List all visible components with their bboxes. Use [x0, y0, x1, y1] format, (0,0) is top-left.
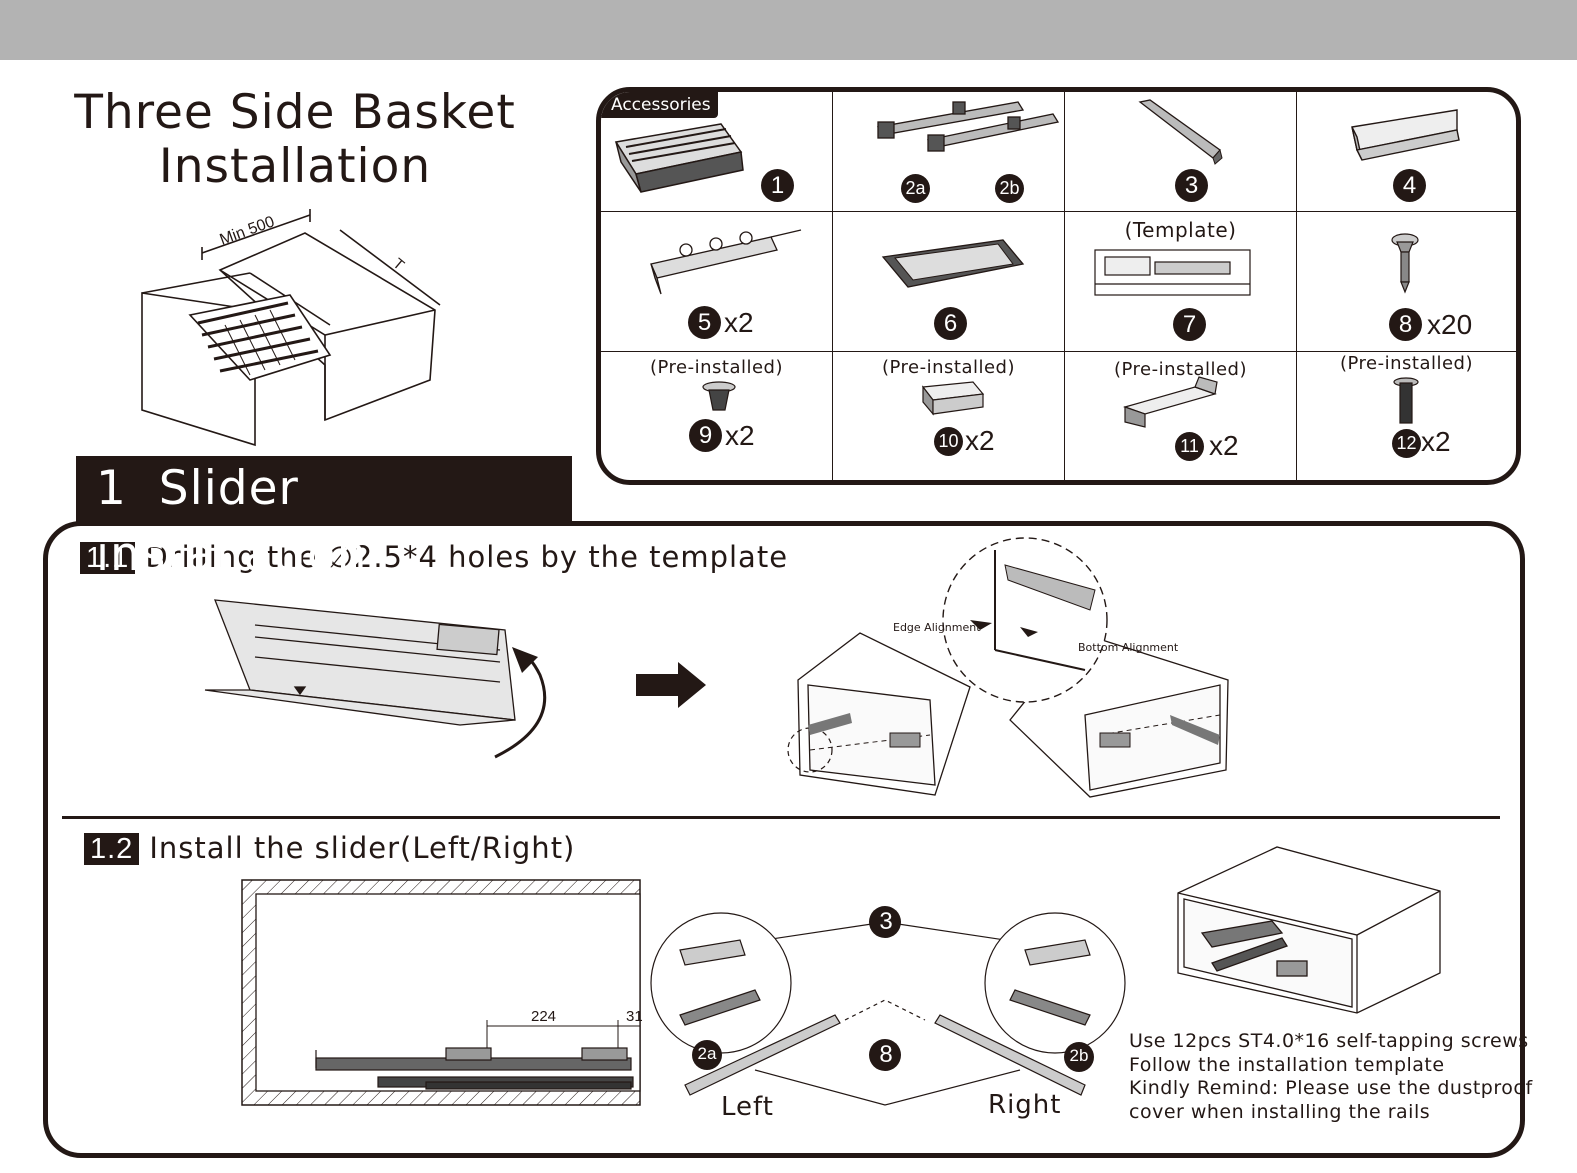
section-title: Slider installation [96, 461, 368, 582]
step-1-1-heading: 1.1 Drilling the ∅2.5*4 holes by the temp… [80, 540, 788, 575]
accessory-8-number: 8 [1389, 308, 1422, 341]
bolt-icon [1393, 377, 1419, 424]
accessory-1-number: 1 [761, 169, 794, 202]
accessory-9: (Pre-installed) 9 x2 [601, 352, 833, 480]
step-1-2-badge: 1.2 [84, 833, 140, 865]
note-line-3: Kindly Remind: Please use the dustproof [1129, 1077, 1533, 1099]
dimension-224: 224 [531, 1008, 557, 1025]
accessory-11-qty: x2 [1209, 430, 1239, 461]
tray-icon [1351, 109, 1460, 161]
accessory-12-note: (Pre-installed) [1339, 353, 1474, 374]
accessory-7-number: 7 [1173, 308, 1206, 341]
bracket-icon [650, 229, 802, 295]
accessory-10-note: (Pre-installed) [881, 357, 1016, 378]
title-line-1: Three Side Basket [74, 85, 516, 140]
cover-plate-icon [881, 239, 1025, 288]
callout-2b: 2b [1069, 1046, 1089, 1065]
accessory-2: 2a 2b [833, 92, 1065, 212]
slider-rails-icon [876, 101, 1060, 152]
right-arrow-icon [636, 662, 706, 708]
accessories-grid: 1 2a 2b 3 [601, 92, 1516, 480]
left-right-slider-illustration [650, 906, 1126, 1106]
screw-icon [1391, 233, 1419, 294]
instructions-panel [43, 521, 1525, 1158]
edge-alignment-label: Edge Alignment [893, 621, 981, 634]
step-1-1-badge: 1.1 [80, 542, 136, 574]
accessory-11: (Pre-installed) 11 x2 [1065, 352, 1297, 480]
page-title: Three Side Basket Installation [60, 86, 530, 194]
accessory-5-qty: x2 [724, 307, 754, 338]
callout-2a: 2a [697, 1044, 717, 1063]
header-bar [0, 0, 1577, 60]
accessory-2a-number: 2a [901, 174, 930, 203]
note-line-1: Use 12pcs ST4.0*16 self-tapping screws [1129, 1030, 1529, 1052]
step-1-1-text: Drilling the ∅2.5*4 holes by the templat… [145, 540, 789, 574]
installed-cabinet-illustration [1177, 846, 1441, 1014]
right-label: Right [988, 1090, 1062, 1120]
t-label: T [389, 255, 407, 274]
accessory-1: 1 [601, 92, 833, 212]
accessory-9-qty: x2 [725, 420, 755, 451]
accessory-7-caption: (Template) [1124, 218, 1237, 242]
section-number: 1 [96, 461, 127, 516]
accessory-5: 5 x2 [601, 212, 833, 352]
bottom-alignment-label: Bottom Alignment [1078, 641, 1179, 654]
basket-icon [614, 123, 744, 193]
accessory-9-number: 9 [689, 419, 722, 452]
accessory-4: 4 [1297, 92, 1516, 212]
cabinet-basket-illustration: Min 500 T [141, 209, 441, 447]
drilling-cabinets-illustration [787, 537, 1229, 798]
template-fold-illustration [204, 599, 547, 759]
accessory-7: (Template) 7 [1065, 212, 1297, 352]
accessory-6-number: 6 [934, 307, 967, 340]
callout-8: 8 [879, 1041, 893, 1068]
accessory-10-qty: x2 [965, 425, 995, 456]
accessory-5-number: 5 [688, 306, 721, 339]
step-1-2-text: Install the slider(Left/Right) [149, 831, 576, 865]
accessory-8-qty: x20 [1427, 309, 1473, 340]
accessories-panel: Accessories 1 [596, 87, 1521, 485]
accessory-12-number: 12 [1392, 429, 1421, 458]
min-500-label: Min 500 [218, 213, 277, 248]
note-line-4: cover when installing the rails [1129, 1100, 1431, 1123]
mount-block-icon [921, 381, 985, 416]
accessories-tag: Accessories [601, 92, 718, 118]
accessory-8: 8 x20 [1297, 212, 1516, 352]
accessory-9-note: (Pre-installed) [649, 357, 784, 378]
title-line-2: Installation [158, 139, 432, 194]
accessory-3: 3 [1065, 92, 1297, 212]
accessory-11-number: 11 [1175, 432, 1204, 461]
step-1-2-heading: 1.2 Install the slider(Left/Right) [84, 831, 575, 866]
accessory-2b-number: 2b [995, 174, 1024, 203]
accessory-12: (Pre-installed) 12 x2 [1297, 352, 1516, 480]
clip-icon [1123, 376, 1218, 428]
accessory-3-number: 3 [1175, 169, 1208, 202]
rivet-icon [702, 381, 736, 411]
section-heading: 1 Slider installation [76, 456, 572, 582]
left-label: Left [721, 1092, 774, 1122]
accessory-4-number: 4 [1393, 169, 1426, 202]
installation-notes: Use 12pcs ST4.0*16 self-tapping screws F… [1129, 1030, 1533, 1124]
callout-3: 3 [879, 908, 893, 935]
template-icon [1094, 249, 1251, 296]
dimension-31: 31 [626, 1008, 643, 1025]
accessory-10: (Pre-installed) 10 x2 [833, 352, 1065, 480]
alignment-tool-icon [1138, 99, 1223, 165]
accessory-6: 6 [833, 212, 1065, 352]
slider-section-illustration [241, 879, 641, 1106]
accessory-12-qty: x2 [1421, 426, 1451, 457]
note-line-2: Follow the installation template [1129, 1053, 1445, 1076]
step-divider [62, 816, 1500, 819]
accessory-10-number: 10 [934, 427, 963, 456]
accessory-11-note: (Pre-installed) [1113, 359, 1248, 380]
